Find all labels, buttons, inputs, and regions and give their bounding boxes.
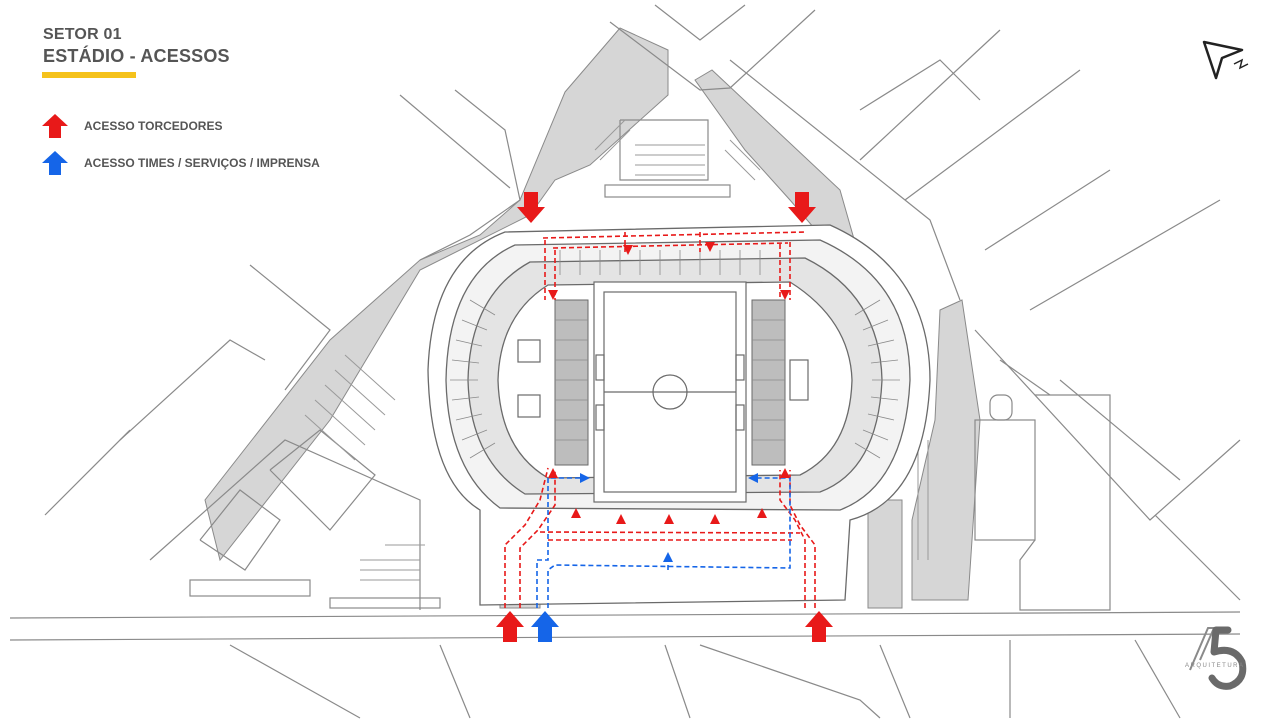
sector-label: SETOR 01 — [43, 26, 122, 43]
fan-entry-arrow-south-west — [496, 611, 524, 642]
up-arrow-icon — [42, 151, 68, 175]
shaded-lots — [204, 27, 981, 609]
fan-entry-arrow-south-east — [805, 611, 833, 642]
football-pitch — [517, 281, 809, 503]
legend-label: ACESSO TORCEDORES — [84, 119, 223, 133]
small-fan-arrows — [548, 242, 790, 524]
legend-team-access: ACESSO TIMES / SERVIÇOS / IMPRENSA — [42, 151, 320, 175]
side-stands — [554, 299, 786, 466]
fan-entry-arrow-north-west — [517, 192, 545, 223]
small-team-arrows — [580, 473, 758, 562]
side-stand-rows — [555, 319, 785, 441]
logo-text: ARQUITETURA — [1185, 663, 1245, 669]
north-arrow-icon — [1202, 40, 1249, 80]
company-logo-icon — [1189, 626, 1247, 690]
fan-access-routes — [504, 231, 816, 608]
title-underline — [42, 72, 136, 78]
up-arrow-icon — [42, 114, 68, 138]
team-entry-arrow-south — [531, 611, 559, 642]
parking-hatch — [304, 119, 929, 581]
street-lines — [9, 4, 1241, 719]
page-title: ESTÁDIO - ACESSOS — [43, 46, 230, 66]
stand-stripes — [450, 250, 900, 459]
legend-fan-access: ACESSO TORCEDORES — [42, 114, 222, 138]
fan-entry-arrow-north-east — [788, 192, 816, 223]
entry-arrows — [496, 192, 833, 642]
legend-label: ACESSO TIMES / SERVIÇOS / IMPRENSA — [84, 156, 320, 170]
